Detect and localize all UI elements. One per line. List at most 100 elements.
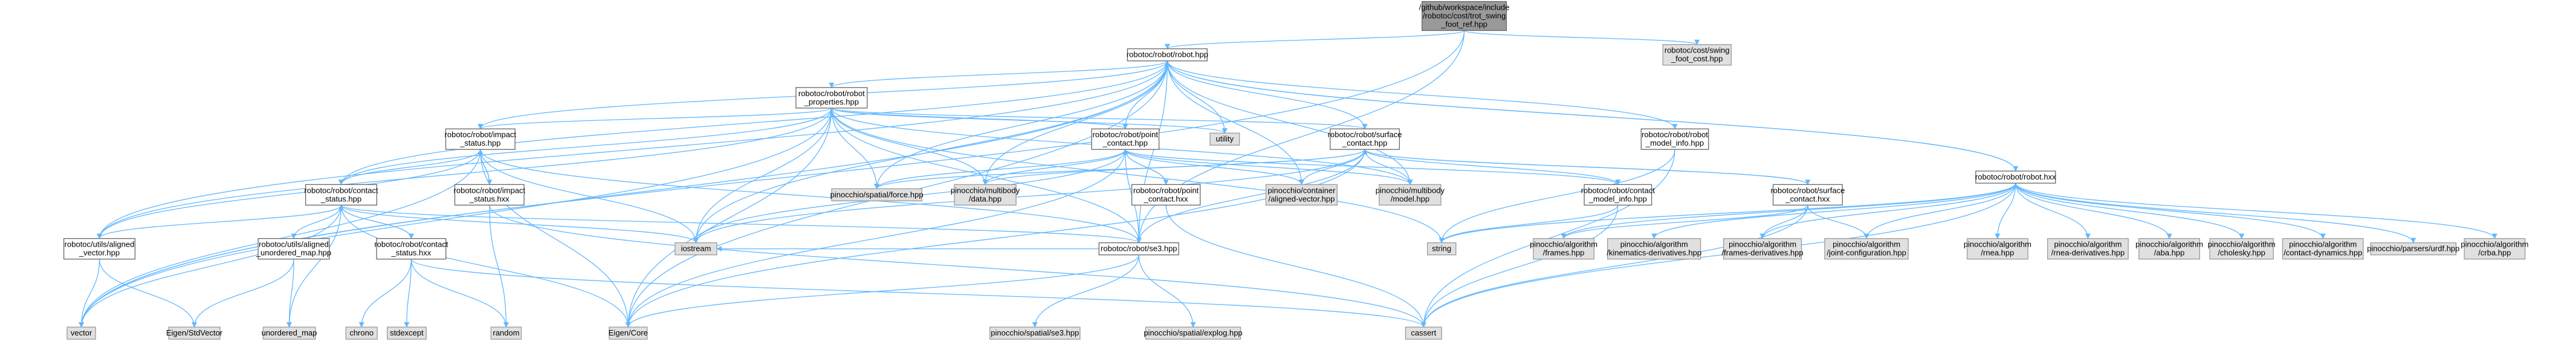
node-robotoc-utils-aligned-unordered-map-hpp[interactable]: robotoc/utils/aligned_unordered_map.hpp <box>256 238 331 260</box>
node-pinocchio-algorithm-contact-dynamics-hpp[interactable]: pinocchio/algorithm/contact-dynamics.hpp <box>2282 238 2364 260</box>
node-robotoc-robot-contact-status-hxx[interactable]: robotoc/robot/contact_status.hxx <box>374 238 448 260</box>
node-pinocchio-algorithm-rnea-hpp[interactable]: pinocchio/algorithm/rnea.hpp <box>1964 238 2031 260</box>
node-box[interactable] <box>989 326 1081 340</box>
node-pinocchio-algorithm-joint-configuration-hpp[interactable]: pinocchio/algorithm/joint-configuration.… <box>1824 238 1909 260</box>
node-pinocchio-spatial-force-hpp[interactable]: pinocchio/spatial/force.hpp <box>830 188 924 201</box>
node-box[interactable] <box>1772 184 1843 206</box>
node-box[interactable] <box>262 326 316 340</box>
node-robotoc-utils-aligned-vector-hpp[interactable]: robotoc/utils/aligned_vector.hpp <box>63 238 136 260</box>
node-box[interactable] <box>2138 238 2200 260</box>
edge-cstatushxx-to-stdexcept <box>404 259 412 328</box>
node-box[interactable] <box>2047 238 2129 260</box>
node-box[interactable] <box>63 238 136 260</box>
node-pinocchio-parsers-urdf-hpp[interactable]: pinocchio/parsers/urdf.hpp <box>2367 242 2459 256</box>
node-label: _unordered_map.hpp <box>256 248 331 258</box>
node-box[interactable] <box>2282 238 2364 260</box>
node-pinocchio-algorithm-frames-derivatives-hpp[interactable]: pinocchio/algorithm/frames-derivatives.h… <box>1722 238 1804 260</box>
node-box[interactable] <box>1330 128 1400 150</box>
node-box[interactable] <box>2464 238 2526 260</box>
node-robotoc-robot-contact-status-hpp[interactable]: robotoc/robot/contact_status.hpp <box>304 184 378 206</box>
node-robotoc-cost-swing-foot-cost-hpp[interactable]: robotoc/cost/swing_foot_cost.hpp <box>1662 44 1732 66</box>
node-robotoc-robot-surface-contact-hpp[interactable]: robotoc/robot/surface_contact.hpp <box>1328 128 1402 150</box>
node-pinocchio-spatial-se3-hpp[interactable]: pinocchio/spatial/se3.hpp <box>989 326 1081 340</box>
node-random[interactable]: random <box>490 326 522 340</box>
node-box[interactable] <box>795 87 868 109</box>
node-box[interactable] <box>1131 184 1201 206</box>
node-cassert[interactable]: cassert <box>1405 326 1442 340</box>
node-box[interactable] <box>305 184 378 206</box>
node-robotoc-robot-impact-status-hxx[interactable]: robotoc/robot/impact_status.hxx <box>454 184 526 206</box>
node-box[interactable] <box>454 184 525 206</box>
node-box[interactable] <box>1584 184 1652 206</box>
node-pinocchio-multibody-data-hpp[interactable]: pinocchio/multibody/data.hpp <box>951 184 1020 206</box>
node-box[interactable] <box>1975 170 2056 184</box>
node-robotoc-robot-robot-model-info-hpp[interactable]: robotoc/robot/robot_model_info.hpp <box>1640 128 1709 150</box>
node-chrono[interactable]: chrono <box>345 326 378 340</box>
node-box[interactable] <box>1824 238 1909 260</box>
node-pinocchio-multibody-model-hpp[interactable]: pinocchio/multibody/model.hpp <box>1376 184 1445 206</box>
edge-surfacehxx-to-cassert <box>1420 205 1808 328</box>
node-box[interactable] <box>1967 238 2028 260</box>
node-pinocchio-spatial-explog-hpp[interactable]: pinocchio/spatial/explog.hpp <box>1144 326 1243 340</box>
node-robotoc-robot-robot-properties-hpp[interactable]: robotoc/robot/robot_properties.hpp <box>795 87 868 109</box>
node-pinocchio-algorithm-kinematics-derivatives-hpp[interactable]: pinocchio/algorithm/kinematics-derivativ… <box>1607 238 1701 260</box>
node-box[interactable] <box>1662 44 1732 66</box>
node-box[interactable] <box>1098 242 1179 256</box>
node-box[interactable] <box>1127 48 1208 62</box>
node-pinocchio-algorithm-frames-hpp[interactable]: pinocchio/algorithm/frames.hpp <box>1530 238 1597 260</box>
node-box[interactable] <box>675 242 717 256</box>
node-box[interactable] <box>445 128 516 150</box>
node-box[interactable] <box>168 326 221 340</box>
node-box[interactable] <box>387 326 427 340</box>
node-box[interactable] <box>1209 132 1240 146</box>
node-box[interactable] <box>1640 128 1709 150</box>
node-box[interactable] <box>2209 238 2274 260</box>
node-box[interactable] <box>66 326 96 340</box>
node-box[interactable] <box>1379 184 1442 206</box>
node-pinocchio-algorithm-aba-hpp[interactable]: pinocchio/algorithm/aba.hpp <box>2135 238 2203 260</box>
node-label: pinocchio/algorithm <box>2135 240 2203 249</box>
node-robotoc-robot-contact-model-info-hpp[interactable]: robotoc/robot/contact_model_info.hpp <box>1581 184 1655 206</box>
node-pinocchio-algorithm-rnea-derivatives-hpp[interactable]: pinocchio/algorithm/rnea-derivatives.hpp <box>2047 238 2129 260</box>
node-github-workspace-include-robotoc-cost-trot-swing-foot-ref-hpp[interactable]: /github/workspace/include/robotoc/cost/t… <box>1419 1 1510 31</box>
node-iostream[interactable]: iostream <box>675 242 717 256</box>
node-box[interactable] <box>1607 238 1701 260</box>
node-eigen-core[interactable]: Eigen/Core <box>609 326 648 340</box>
node-eigen-stdvector[interactable]: Eigen/StdVector <box>166 326 223 340</box>
node-box[interactable] <box>1265 184 1338 206</box>
node-pinocchio-algorithm-crba-hpp[interactable]: pinocchio/algorithm/crba.hpp <box>2461 238 2528 260</box>
node-box[interactable] <box>1533 238 1595 260</box>
edge-contactstatus-to-vector <box>79 205 342 328</box>
node-robotoc-robot-surface-contact-hxx[interactable]: robotoc/robot/surface_contact.hxx <box>1770 184 1845 206</box>
node-unordered-map[interactable]: unordered_map <box>262 326 317 340</box>
node-box[interactable] <box>1723 238 1802 260</box>
node-box[interactable] <box>376 238 447 260</box>
node-stdexcept[interactable]: stdexcept <box>387 326 427 340</box>
node-label: _properties.hpp <box>804 97 859 106</box>
node-utility[interactable]: utility <box>1209 132 1240 146</box>
node-box[interactable] <box>609 326 648 340</box>
node-box[interactable] <box>257 238 330 260</box>
node-box[interactable] <box>2370 242 2457 256</box>
node-box[interactable] <box>1427 242 1457 256</box>
node-box[interactable] <box>345 326 378 340</box>
node-robotoc-robot-point-contact-hxx[interactable]: robotoc/robot/point_contact.hxx <box>1131 184 1201 206</box>
node-pinocchio-algorithm-cholesky-hpp[interactable]: pinocchio/algorithm/cholesky.hpp <box>2208 238 2276 260</box>
node-robotoc-robot-impact-status-hpp[interactable]: robotoc/robot/impact_status.hpp <box>445 128 517 150</box>
node-box[interactable] <box>831 188 922 201</box>
node-robotoc-robot-robot-hxx[interactable]: robotoc/robot/robot.hxx <box>1975 170 2056 184</box>
edge-impact-to-utilaligned <box>97 149 481 239</box>
edge-surfacecontact-to-force <box>874 149 1365 190</box>
node-box[interactable] <box>490 326 522 340</box>
node-box[interactable] <box>1422 1 1507 31</box>
node-box[interactable] <box>1405 326 1442 340</box>
node-box[interactable] <box>1145 326 1241 340</box>
node-vector[interactable]: vector <box>66 326 96 340</box>
node-box[interactable] <box>954 184 1017 206</box>
node-string[interactable]: string <box>1427 242 1457 256</box>
node-pinocchio-container-aligned-vector-hpp[interactable]: pinocchio/container/aligned-vector.hpp <box>1265 184 1338 206</box>
node-robotoc-robot-se3-hpp[interactable]: robotoc/robot/se3.hpp <box>1098 242 1179 256</box>
node-box[interactable] <box>1091 128 1160 150</box>
node-robotoc-robot-robot-hpp[interactable]: robotoc/robot/robot.hpp <box>1127 48 1208 62</box>
node-robotoc-robot-point-contact-hpp[interactable]: robotoc/robot/point_contact.hpp <box>1091 128 1160 150</box>
